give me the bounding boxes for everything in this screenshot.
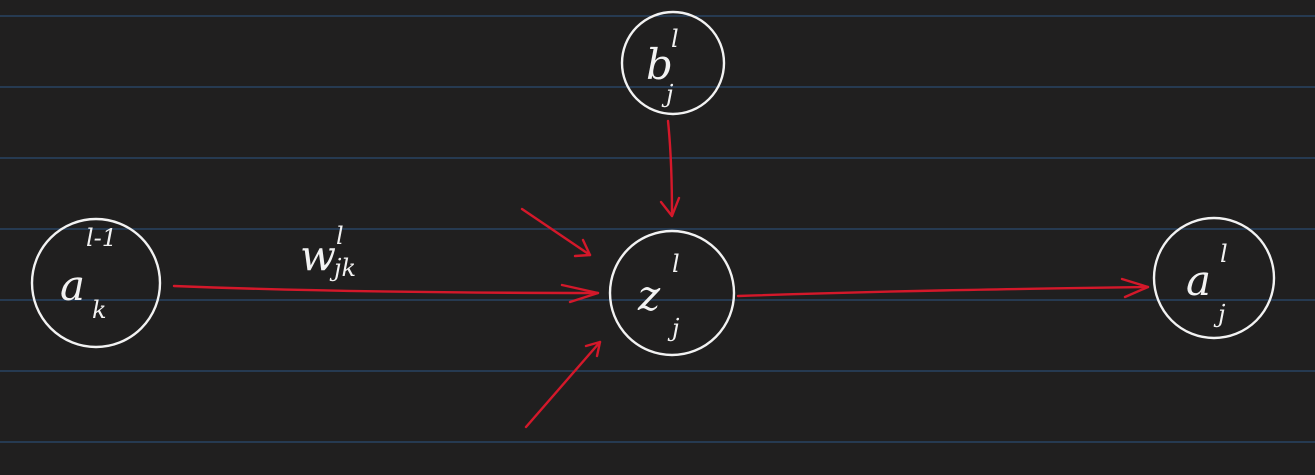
node-circle bbox=[608, 229, 736, 357]
node-circle bbox=[620, 10, 726, 116]
bias-arrowhead bbox=[659, 196, 681, 218]
extra-input-arrow-top bbox=[520, 207, 592, 257]
extra-input-arrow-bottom bbox=[524, 340, 602, 429]
node-label-base: a bbox=[60, 261, 85, 310]
node-label-base: a bbox=[1186, 256, 1211, 305]
node-label-base: b bbox=[646, 40, 673, 89]
edge-label-sub: jk bbox=[329, 254, 356, 282]
node-output-activation: a l j bbox=[1152, 216, 1276, 340]
node-label-base: z bbox=[637, 271, 661, 320]
node-label-sup: l bbox=[671, 25, 679, 53]
weight-arrowhead bbox=[560, 283, 600, 304]
extra-input-arrowhead-top bbox=[573, 238, 592, 258]
node-label-sub: k bbox=[92, 296, 107, 324]
arrows bbox=[172, 119, 1150, 429]
node-weighted-input: z l j bbox=[608, 229, 736, 357]
node-label-sub: j bbox=[667, 314, 680, 342]
node-label-sup: l bbox=[1220, 240, 1228, 268]
edge-weight-label: w l jk bbox=[300, 222, 356, 282]
output-arrow bbox=[736, 285, 1150, 298]
weight-arrow bbox=[172, 284, 600, 295]
edge-label-sup: l bbox=[336, 222, 344, 250]
node-bias: b l j bbox=[620, 10, 726, 116]
node-circle bbox=[30, 217, 162, 349]
node-label-sub: j bbox=[1213, 300, 1226, 328]
node-input-activation: a l-1 k bbox=[30, 217, 162, 349]
edge-label-base: w bbox=[300, 231, 336, 280]
node-circle bbox=[1152, 216, 1276, 340]
node-label-sup: l bbox=[672, 250, 680, 278]
extra-input-arrowhead-bottom bbox=[584, 340, 602, 358]
output-arrowhead bbox=[1120, 277, 1150, 299]
ruled-lines bbox=[0, 15, 1315, 443]
node-label-sup: l-1 bbox=[86, 224, 117, 252]
bias-arrow bbox=[666, 119, 674, 218]
